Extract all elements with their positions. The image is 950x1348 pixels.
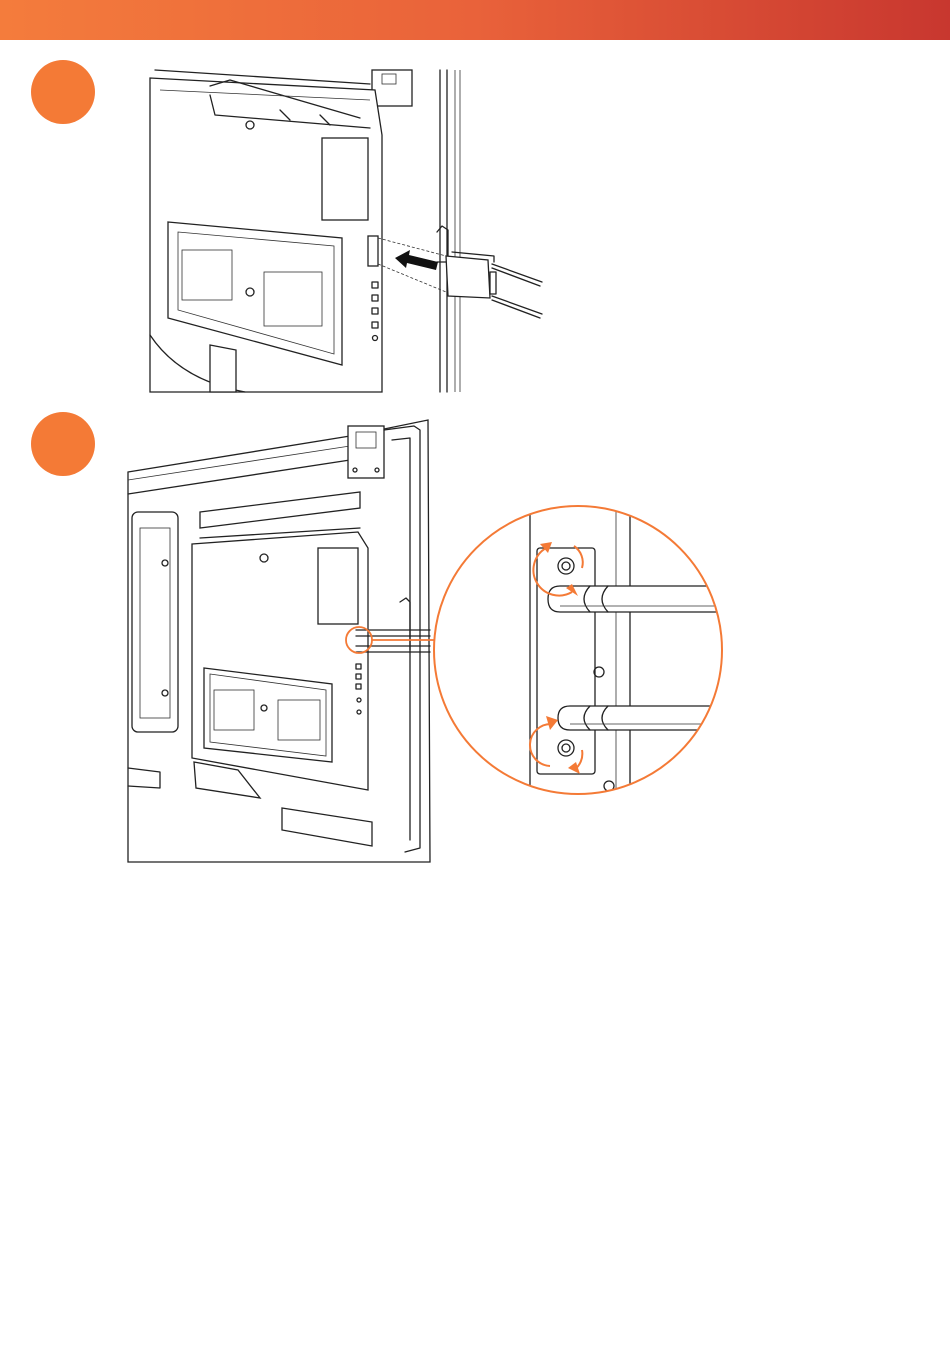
- arrow-left-icon: [395, 250, 438, 270]
- figure-1-display-back: [150, 70, 542, 392]
- figure-2-display-back: [128, 420, 437, 862]
